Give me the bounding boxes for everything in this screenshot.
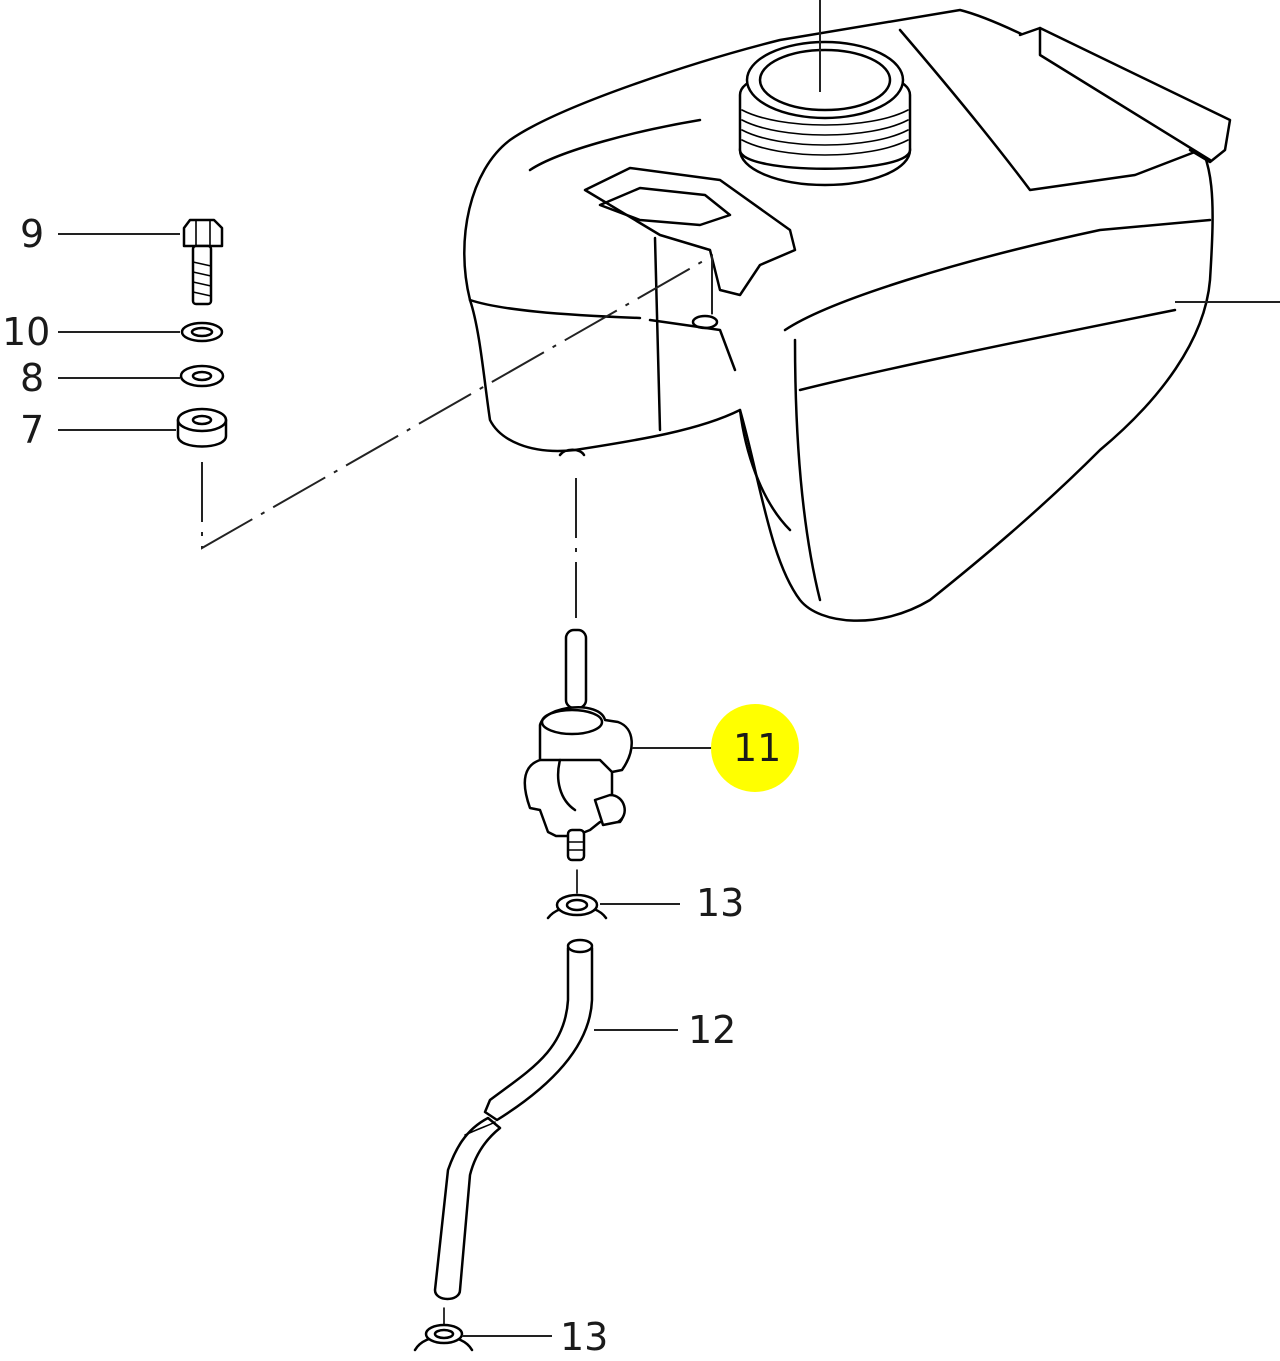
callout-7[interactable]: 7 — [20, 408, 44, 452]
flat-washer — [179, 364, 225, 388]
callout-13-lower[interactable]: 13 — [560, 1315, 608, 1359]
callout-12[interactable]: 12 — [688, 1008, 736, 1052]
fuel-tank — [463, 8, 1232, 622]
mounting-bolt — [182, 218, 224, 306]
fuel-valve — [523, 628, 633, 862]
callout-11[interactable]: 11 — [733, 726, 781, 770]
hose-clamp-upper — [546, 869, 608, 920]
bolt-axis-line — [201, 254, 713, 550]
rubber-spacer — [176, 407, 228, 448]
lock-washer — [180, 321, 224, 343]
callout-8[interactable]: 8 — [20, 356, 44, 400]
callout-13-upper[interactable]: 13 — [696, 881, 744, 925]
callout-9[interactable]: 9 — [20, 212, 44, 256]
callout-10[interactable]: 10 — [2, 310, 50, 354]
hose-clamp-lower — [413, 1307, 474, 1352]
callout-11-highlight — [711, 704, 799, 792]
fuel-hose — [433, 938, 594, 1301]
